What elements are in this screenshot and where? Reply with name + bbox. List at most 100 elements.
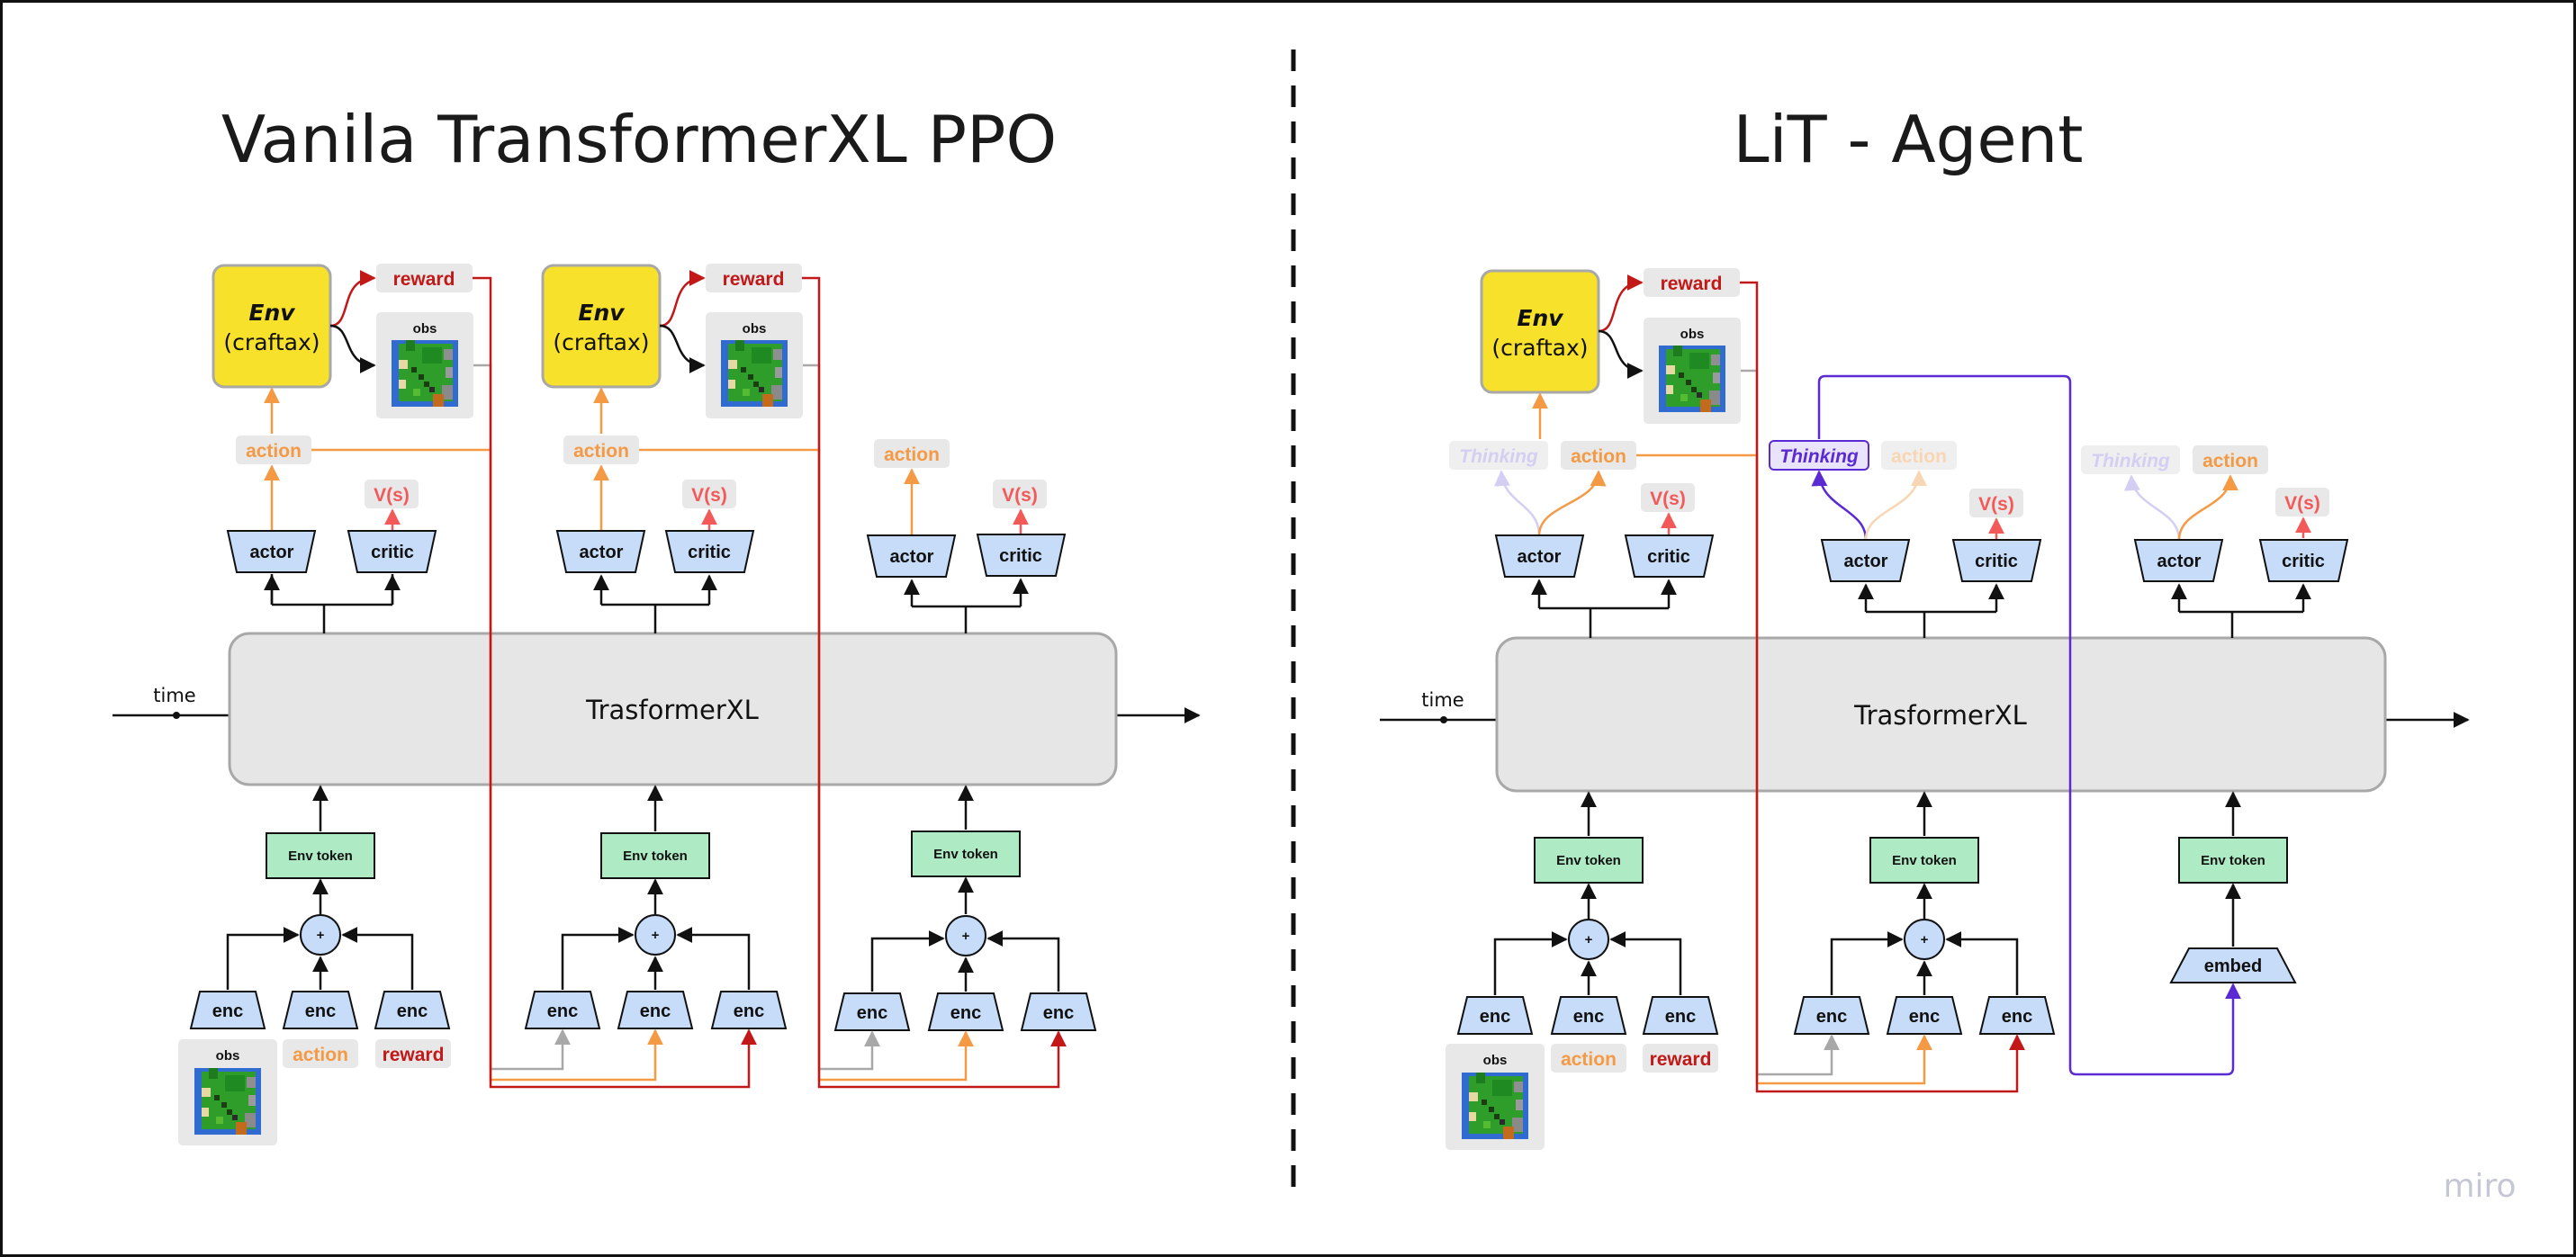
svg-text:Thinking: Thinking	[2091, 451, 2170, 471]
right-step2-enc-obs: enc	[1793, 996, 1870, 1035]
svg-text:reward: reward	[723, 269, 785, 290]
left-step1-enc-obs: enc	[189, 991, 266, 1029]
svg-text:actor: actor	[1518, 547, 1562, 567]
svg-text:enc: enc	[547, 1001, 578, 1021]
svg-text:Env token: Env token	[933, 847, 998, 862]
svg-text:enc: enc	[857, 1003, 887, 1023]
svg-text:action: action	[2202, 451, 2258, 471]
right-step2-thinking-tag: Thinking	[1769, 440, 1869, 471]
env-sublabel: (craftax)	[223, 329, 320, 355]
svg-text:critic: critic	[371, 543, 414, 562]
svg-text:enc: enc	[2002, 1007, 2032, 1027]
right-step2-env-token: Env token	[1869, 837, 1979, 884]
left-step1-input-reward: reward	[375, 1039, 451, 1068]
left-step1-reward-tag: reward	[376, 264, 473, 292]
svg-text:obs: obs	[413, 321, 437, 337]
right-step1-obs-card: obs	[1644, 318, 1741, 424]
left-step1-sum-node: +	[300, 914, 341, 956]
svg-text:enc: enc	[734, 1001, 764, 1021]
svg-text:critic: critic	[2282, 552, 2325, 571]
left-transformer-core: TrasformerXL	[228, 632, 1118, 786]
right-step3-actor-head: actor	[2133, 539, 2224, 582]
svg-text:obs: obs	[216, 1048, 240, 1064]
right-step2-enc-action: enc	[1886, 996, 1963, 1035]
right-step1-enc-action: enc	[1550, 996, 1627, 1035]
svg-text:reward: reward	[1661, 274, 1723, 294]
right-panel-title: LiT - Agent	[1734, 102, 2084, 177]
craftax-observation-thumbnail-icon	[1659, 346, 1725, 412]
svg-text:+: +	[1921, 932, 1929, 947]
left-step3-sum-node: +	[945, 915, 986, 956]
svg-text:critic: critic	[1975, 552, 2018, 571]
svg-text:reward: reward	[383, 1045, 445, 1065]
craftax-observation-thumbnail-icon	[392, 340, 458, 407]
left-step1-input-obs: obs	[178, 1039, 277, 1145]
left-step1-env: Env (craftax)	[212, 264, 332, 389]
left-step2-enc-action: enc	[617, 991, 694, 1029]
right-step1-action-tag: action	[1561, 441, 1636, 470]
svg-text:enc: enc	[1043, 1003, 1074, 1023]
right-step1-value-tag: V(s)	[1641, 483, 1695, 512]
right-step1-env: Env (craftax)	[1480, 269, 1600, 394]
left-panel-title: Vanila TransformerXL PPO	[221, 102, 1057, 177]
left-step1-env-token: Env token	[266, 832, 375, 879]
right-transformer-core: TrasformerXL	[1495, 636, 2387, 793]
svg-text:Env token: Env token	[1892, 853, 1957, 868]
svg-text:+: +	[1585, 932, 1593, 947]
left-step3-enc-obs: enc	[833, 992, 911, 1031]
left-time-axis: time	[113, 685, 1201, 723]
right-step2-value-tag: V(s)	[1969, 489, 2023, 517]
right-feedback-reward	[1740, 281, 2025, 1093]
svg-text:actor: actor	[250, 543, 294, 562]
svg-text:Thinking: Thinking	[1459, 446, 1538, 467]
left-step1-obs-card: obs	[376, 312, 473, 418]
svg-text:Env token: Env token	[623, 848, 688, 864]
svg-text:+: +	[317, 928, 325, 943]
svg-text:enc: enc	[950, 1003, 981, 1023]
left-step1-value-tag: V(s)	[365, 480, 419, 508]
svg-text:enc: enc	[1909, 1007, 1940, 1027]
svg-text:action: action	[573, 441, 629, 462]
right-step2-action-tag-faded: action	[1881, 441, 1957, 470]
left-step2-env: Env (craftax)	[541, 264, 662, 389]
svg-text:critic: critic	[688, 543, 731, 562]
miro-watermark: miro	[2443, 1168, 2516, 1205]
right-step1-sum-node: +	[1568, 919, 1609, 960]
svg-text:action: action	[884, 444, 940, 465]
svg-text:Env token: Env token	[1556, 853, 1621, 868]
svg-text:enc: enc	[397, 1001, 428, 1021]
right-step1-input-action: action	[1551, 1044, 1626, 1073]
svg-text:Thinking: Thinking	[1779, 446, 1859, 467]
svg-text:enc: enc	[1573, 1007, 1604, 1027]
svg-text:+: +	[652, 928, 660, 943]
left-step2-reward-tag: reward	[706, 264, 802, 292]
left-step2-actor-head: actor	[555, 530, 646, 573]
left-step3-enc-reward: enc	[1020, 992, 1097, 1031]
right-step3-action-tag: action	[2193, 445, 2268, 474]
env-label: Env	[248, 300, 295, 326]
right-step1-enc-reward: enc	[1642, 996, 1719, 1035]
svg-text:+: +	[962, 929, 970, 944]
svg-text:actor: actor	[890, 547, 934, 567]
craftax-observation-thumbnail-icon	[721, 340, 788, 407]
right-time-label: time	[1421, 689, 1464, 711]
left-step3-critic-head: critic	[976, 534, 1067, 577]
svg-text:reward: reward	[1650, 1049, 1712, 1070]
right-step3-value-tag: V(s)	[2275, 488, 2329, 516]
svg-text:actor: actor	[1844, 552, 1888, 571]
svg-text:enc: enc	[305, 1001, 336, 1021]
right-step1-critic-head: critic	[1624, 534, 1715, 578]
svg-text:V(s): V(s)	[691, 485, 727, 506]
svg-text:(craftax): (craftax)	[1491, 335, 1588, 361]
svg-text:enc: enc	[1816, 1007, 1847, 1027]
right-step1-input-reward: reward	[1643, 1044, 1718, 1073]
right-step2-actor-head: actor	[1820, 539, 1911, 582]
right-step3-critic-head: critic	[2258, 539, 2349, 582]
left-step2-value-tag: V(s)	[682, 480, 736, 508]
svg-text:action: action	[246, 441, 302, 462]
left-step3-action-tag: action	[874, 439, 950, 468]
svg-text:enc: enc	[212, 1001, 243, 1021]
right-step1-thinking-tag-faded: Thinking	[1449, 441, 1548, 470]
